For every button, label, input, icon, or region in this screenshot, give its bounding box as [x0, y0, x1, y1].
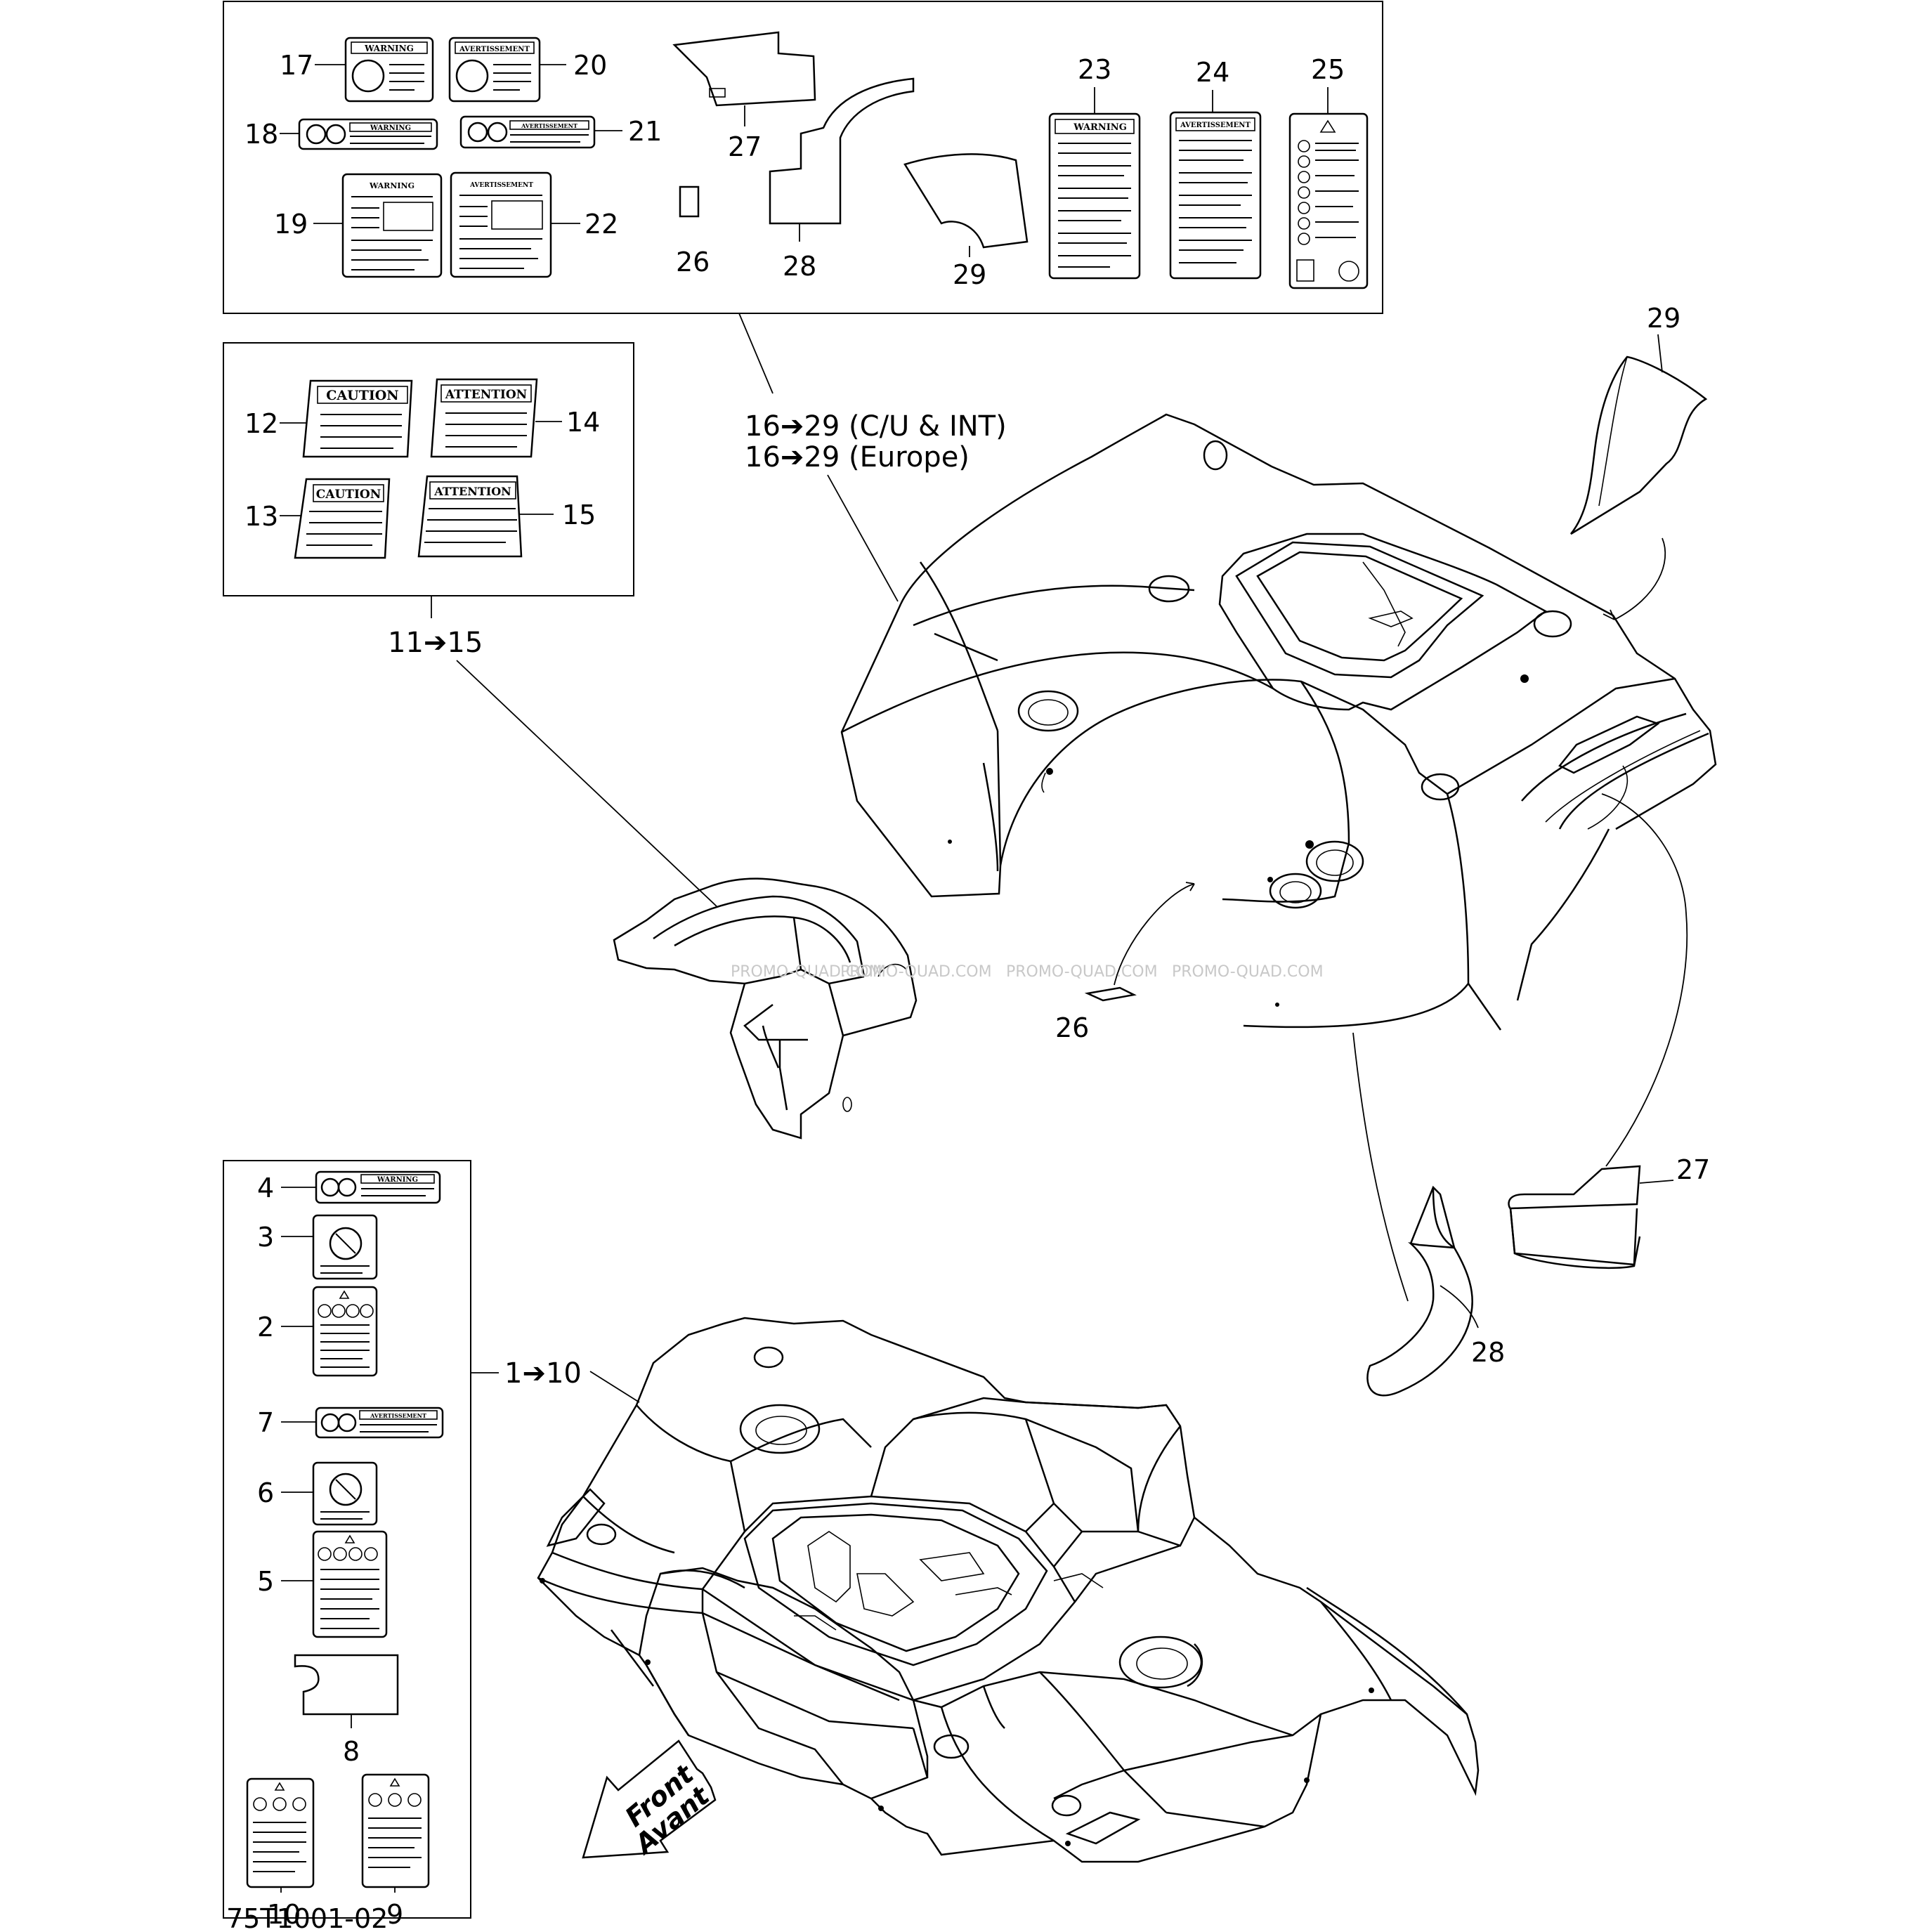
decal-5: [312, 1530, 388, 1638]
decal-27-sheet: [672, 31, 816, 107]
decal-21: AVERTISSEMENT: [459, 115, 596, 149]
group-label-1-10: 1➔10: [504, 1357, 582, 1390]
decal-2: [312, 1286, 378, 1377]
callout-28-part: 28: [1471, 1337, 1505, 1368]
svg-text:AVERTISSEMENT: AVERTISSEMENT: [469, 182, 533, 189]
callout-28: 28: [783, 251, 816, 282]
group-label-16-29-europe: 16➔29 (Europe): [745, 441, 970, 474]
decal-9: [361, 1773, 430, 1888]
callout-21: 21: [628, 116, 662, 147]
svg-text:AVERTISSEMENT: AVERTISSEMENT: [459, 46, 530, 53]
callout-8: 8: [343, 1736, 360, 1767]
svg-text:WARNING: WARNING: [370, 124, 411, 132]
svg-text:ATTENTION: ATTENTION: [433, 485, 511, 498]
decal-24: AVERTISSEMENT: [1169, 111, 1262, 280]
decal-12: CAUTION: [302, 379, 413, 458]
decal-19: WARNING: [341, 173, 443, 278]
svg-text:CAUTION: CAUTION: [316, 488, 381, 502]
callout-13: 13: [244, 501, 278, 532]
callout-4: 4: [257, 1173, 274, 1203]
callout-12: 12: [244, 408, 278, 439]
svg-text:WARNING: WARNING: [369, 181, 415, 190]
callout-2: 2: [257, 1312, 274, 1343]
decal-27-part: [1508, 1165, 1641, 1269]
svg-text:AVERTISSEMENT: AVERTISSEMENT: [521, 122, 577, 129]
callout-29: 29: [953, 259, 986, 290]
decal-4: WARNING: [315, 1170, 441, 1204]
svg-text:WARNING: WARNING: [377, 1176, 418, 1184]
decal-8: [294, 1654, 399, 1716]
decal-3: [312, 1214, 378, 1280]
decal-kit-box-lower: [223, 1160, 471, 1919]
decal-15: ATTENTION: [417, 475, 523, 558]
decal-22: AVERTISSEMENT: [450, 171, 552, 278]
callout-5: 5: [257, 1566, 274, 1597]
callout-20: 20: [573, 50, 607, 81]
callout-15: 15: [562, 500, 596, 530]
callout-3: 3: [257, 1222, 274, 1253]
rear-fender-body: [840, 413, 1717, 1031]
callout-14: 14: [566, 407, 600, 438]
figure-code: 75T1001-02: [226, 1903, 388, 1932]
callout-27: 27: [728, 131, 762, 162]
callout-10: 10: [267, 1899, 301, 1930]
svg-text:AVERTISSEMENT: AVERTISSEMENT: [370, 1412, 426, 1419]
group-label-11-15: 11➔15: [388, 627, 483, 659]
callout-26: 26: [676, 247, 710, 278]
callout-27-part: 27: [1676, 1154, 1710, 1185]
callout-26-part: 26: [1055, 1012, 1089, 1043]
decal-14: ATTENTION: [430, 378, 538, 458]
decal-kit-box-middle: [223, 342, 634, 596]
callout-23: 23: [1078, 54, 1111, 85]
svg-text:ATTENTION: ATTENTION: [445, 388, 527, 402]
callout-17: 17: [280, 50, 313, 81]
callout-18: 18: [244, 119, 278, 150]
svg-text:WARNING: WARNING: [364, 44, 414, 53]
svg-text:AVERTISSEMENT: AVERTISSEMENT: [1180, 122, 1251, 129]
front-fender-body: [537, 1317, 1480, 1863]
decal-17: WARNING: [344, 37, 434, 103]
decal-20: AVERTISSEMENT: [448, 37, 541, 103]
decal-10: [246, 1777, 315, 1888]
decal-13: CAUTION: [294, 478, 391, 559]
watermark-4: PROMO-QUAD.COM: [1172, 963, 1324, 981]
svg-text:WARNING: WARNING: [1073, 122, 1127, 133]
callout-22: 22: [585, 209, 618, 240]
decal-29-part: [1570, 355, 1708, 535]
watermark-3: PROMO-QUAD.COM: [1006, 963, 1158, 981]
decal-kit-box-top: [223, 1, 1383, 314]
decal-25: [1288, 112, 1369, 289]
watermark-2: PROMO-QUAD.COM: [840, 963, 992, 981]
decal-28-part: [1366, 1185, 1473, 1397]
decal-7: AVERTISSEMENT: [315, 1406, 444, 1439]
front-fender-flap: [613, 877, 918, 1140]
front-direction-arrow: [582, 1740, 717, 1859]
decal-28-sheet: [769, 77, 915, 225]
callout-7: 7: [257, 1407, 274, 1438]
callout-6: 6: [257, 1477, 274, 1508]
callout-19: 19: [274, 209, 308, 240]
svg-text:CAUTION: CAUTION: [326, 388, 398, 403]
decal-18: WARNING: [298, 118, 438, 150]
callout-25: 25: [1311, 54, 1345, 85]
decal-23: WARNING: [1048, 112, 1141, 280]
decal-6: [312, 1461, 378, 1526]
callout-29-part: 29: [1647, 303, 1680, 334]
watermark-1: PROMO-QUAD.COM: [731, 963, 882, 981]
callout-24: 24: [1196, 57, 1229, 88]
decal-26-sheet: [679, 185, 700, 218]
group-label-16-29-cu-int: 16➔29 (C/U & INT): [745, 410, 1007, 443]
decal-26-part: [1084, 986, 1137, 1002]
decal-29-sheet: [903, 153, 1029, 249]
callout-9: 9: [386, 1899, 403, 1930]
